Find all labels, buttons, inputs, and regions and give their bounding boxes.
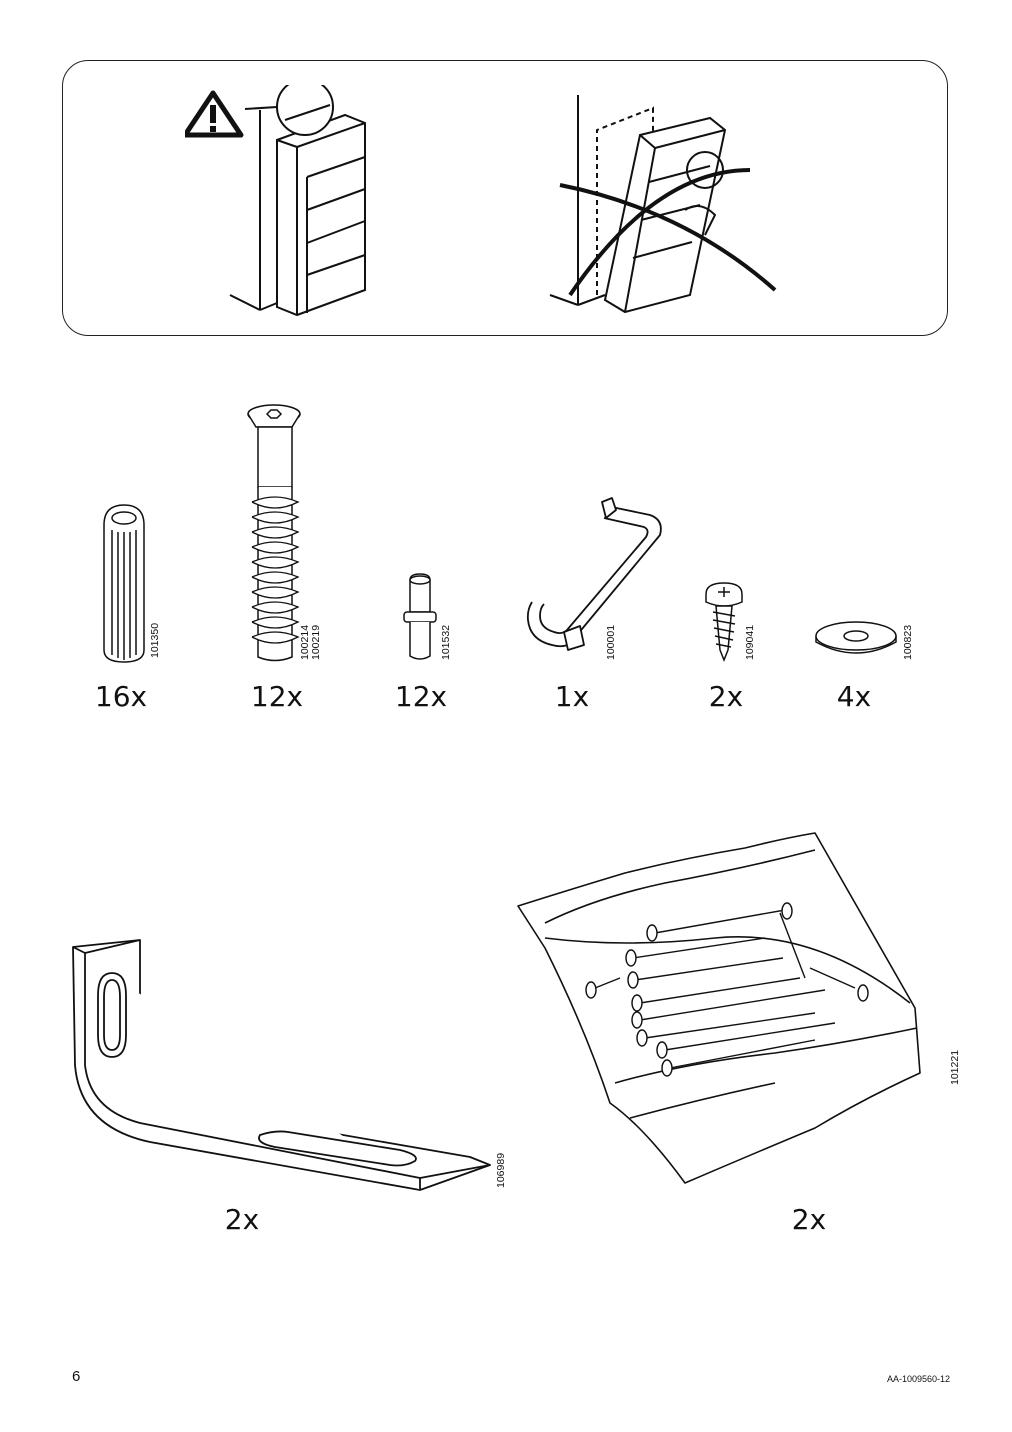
washer-icon: [815, 621, 897, 654]
part-quantity: 2x: [708, 680, 744, 713]
part-code: 106989: [495, 1152, 507, 1188]
part-quantity: 2x: [791, 1203, 827, 1236]
connector-bolt-icon: [247, 404, 301, 662]
document-id: AA-1009560-12: [886, 1374, 950, 1384]
angle-bracket-icon: [72, 939, 491, 1191]
part-code: 101350: [149, 622, 161, 658]
nail-bag-icon: [517, 832, 921, 1184]
part-code: 100823: [902, 624, 914, 660]
part-quantity: 1x: [554, 680, 590, 713]
dowel-icon: [103, 504, 145, 663]
part-code: 100214 100219: [299, 624, 322, 660]
part-code: 101221: [949, 1049, 961, 1085]
bookcase-incorrect-illustration: [549, 95, 777, 314]
part-quantity: 2x: [224, 1203, 260, 1236]
allen-key-icon: [526, 497, 662, 651]
part-quantity: 12x: [250, 680, 304, 713]
screw-icon: [705, 582, 743, 662]
warning-panel: [62, 60, 948, 336]
part-code: 101532: [440, 624, 452, 660]
part-quantity: 4x: [836, 680, 872, 713]
part-code: 100001: [605, 624, 617, 660]
bookcase-correct-illustration: [185, 85, 366, 317]
warning-triangle-icon: [185, 90, 244, 138]
page-number: 6: [72, 1368, 81, 1385]
part-quantity: 16x: [94, 680, 148, 713]
shelf-pin-icon: [403, 573, 437, 660]
part-quantity: 12x: [394, 680, 448, 713]
part-code: 109041: [744, 624, 756, 660]
